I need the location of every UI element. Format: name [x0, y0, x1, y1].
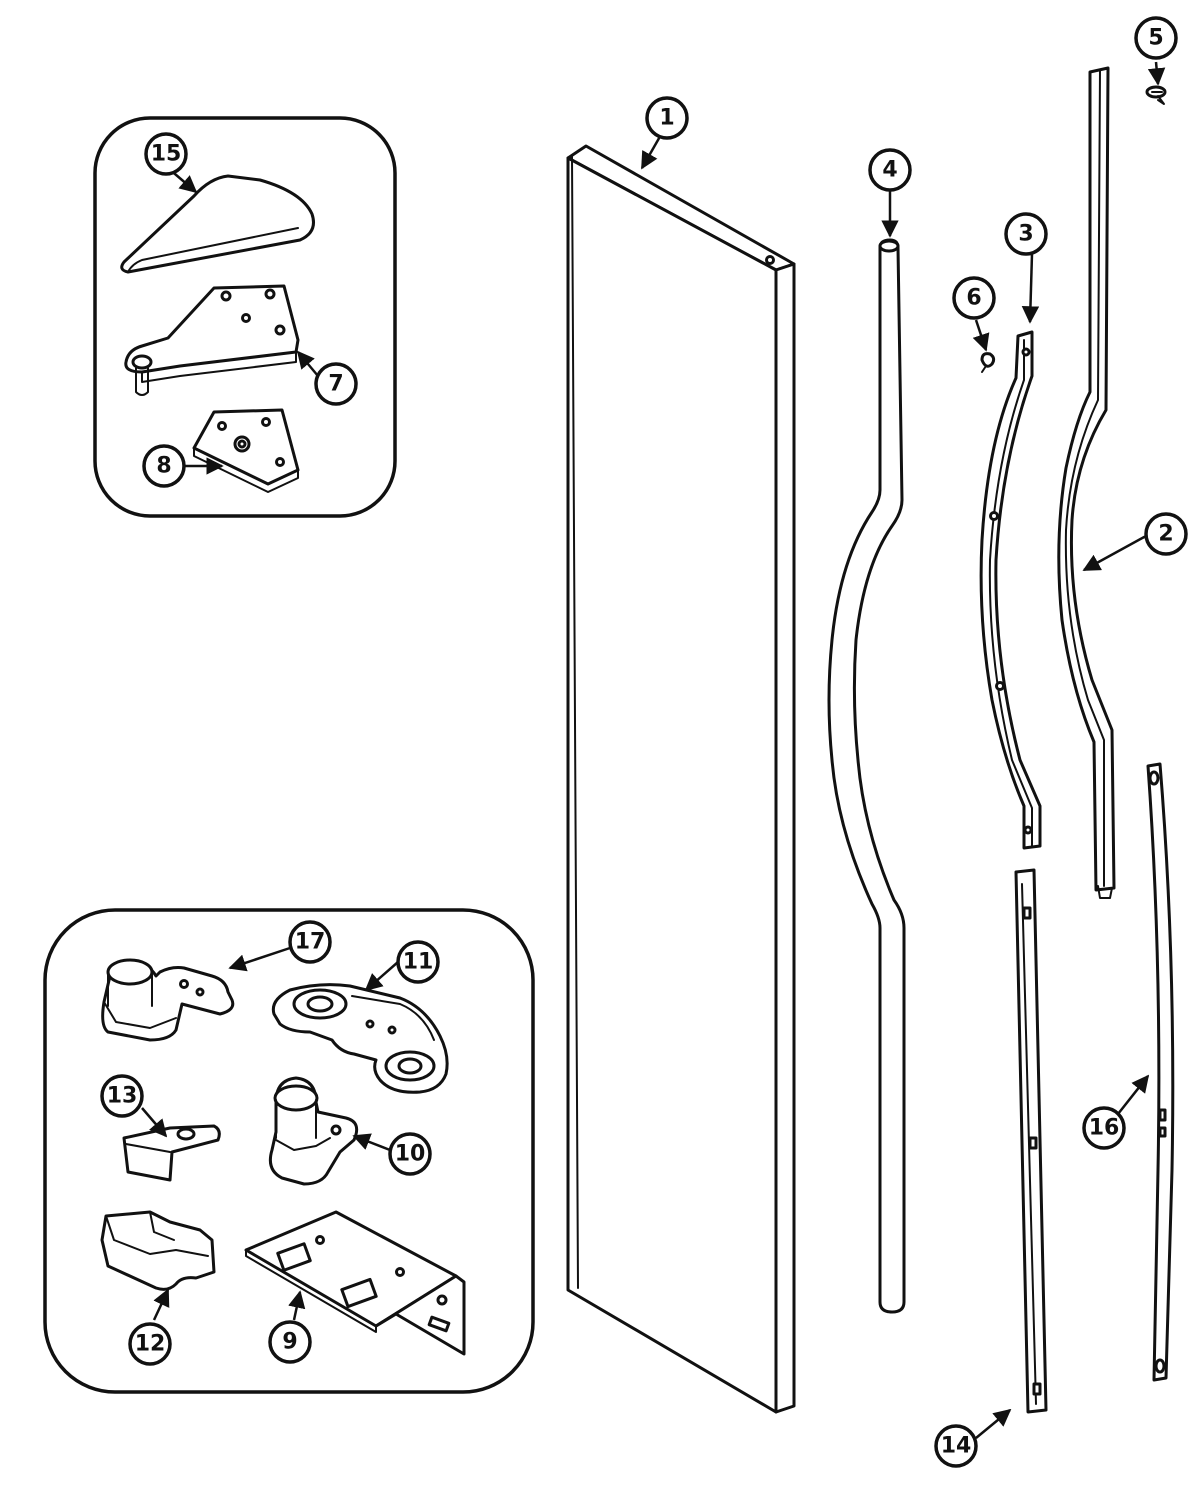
callout-7: 7 — [314, 362, 358, 406]
callout-8-label: 8 — [156, 454, 171, 479]
callout-13: 13 — [100, 1074, 144, 1118]
part-15-hinge-cover — [120, 174, 315, 274]
callout-11: 11 — [396, 940, 440, 984]
part-13-hinge-clip — [122, 1124, 221, 1182]
inset-box-bottom — [43, 908, 535, 1394]
callout-15: 15 — [144, 132, 188, 176]
part-5-screw — [1145, 85, 1167, 105]
callout-3: 3 — [1004, 212, 1048, 256]
callout-9: 9 — [268, 1320, 312, 1364]
part-4-door-handle — [827, 238, 906, 1314]
callout-14: 14 — [934, 1424, 978, 1468]
part-11-hinge-bracket — [271, 983, 449, 1094]
callout-17-label: 17 — [295, 930, 326, 955]
callout-4: 4 — [868, 148, 912, 192]
callout-14-label: 14 — [941, 1434, 972, 1459]
callout-1-label: 1 — [659, 106, 674, 131]
part-3-handle-mount — [979, 330, 1042, 850]
callout-4-label: 4 — [882, 158, 897, 183]
callout-16: 16 — [1082, 1106, 1126, 1150]
part-9-hinge-base-plate — [244, 1210, 466, 1356]
callout-6-label: 6 — [966, 286, 981, 311]
callout-13-label: 13 — [107, 1084, 138, 1109]
callout-5: 5 — [1134, 16, 1178, 60]
callout-17: 17 — [288, 920, 332, 964]
callout-6: 6 — [952, 276, 996, 320]
callout-5-label: 5 — [1148, 26, 1163, 51]
callout-9-label: 9 — [282, 1330, 297, 1355]
part-2-handle-trim — [1057, 66, 1116, 899]
part-6-screw — [980, 352, 996, 373]
inset-box-top — [93, 116, 397, 518]
part-1-door-panel — [566, 144, 796, 1414]
callout-12-label: 12 — [135, 1332, 166, 1357]
callout-7-label: 7 — [328, 372, 343, 397]
part-8-hinge-shim — [192, 408, 300, 493]
part-16-side-trim-strip — [1146, 762, 1175, 1382]
callout-16-label: 16 — [1089, 1116, 1120, 1141]
part-10-hinge-pin — [268, 1076, 359, 1186]
callout-10-label: 10 — [395, 1142, 426, 1167]
part-12-hinge-cover-bottom — [100, 1210, 216, 1291]
callout-2-label: 2 — [1158, 522, 1173, 547]
callout-11-label: 11 — [403, 950, 434, 975]
callout-15-label: 15 — [151, 142, 182, 167]
callout-1: 1 — [645, 96, 689, 140]
callout-12: 12 — [128, 1322, 172, 1366]
callout-10: 10 — [388, 1132, 432, 1176]
part-7-top-hinge — [124, 284, 300, 396]
callout-3-label: 3 — [1018, 222, 1033, 247]
callout-2: 2 — [1144, 512, 1188, 556]
part-17-hinge-pin-bracket — [101, 958, 235, 1042]
callout-8: 8 — [142, 444, 186, 488]
part-14-lower-trim-strip — [1014, 868, 1048, 1414]
